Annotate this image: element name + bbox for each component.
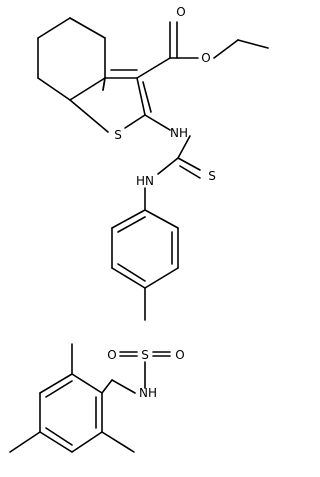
atom-label-sulfonyl-oxygen-right: O bbox=[175, 348, 184, 362]
ethyl-ester-group bbox=[136, 21, 269, 79]
atom-label-carbonyl-oxygen: O bbox=[176, 5, 185, 19]
atom-label-thiourea-nh-right: HN bbox=[136, 174, 154, 188]
atom-label-sulfonyl-sulfur: S bbox=[141, 348, 149, 362]
chemical-structure-diagram: O O S NH S HN S O O NH bbox=[9, 5, 269, 453]
sulfonamide-group bbox=[111, 287, 171, 394]
atom-label-ether-oxygen: O bbox=[201, 51, 210, 65]
thiophene-ring bbox=[69, 69, 152, 133]
methyl-bottom-left bbox=[9, 431, 41, 453]
atom-label-thiourea-nh-left: NH bbox=[170, 126, 188, 140]
cyclohexane-ring bbox=[37, 17, 106, 101]
atom-label-sulfonamide-nh: NH bbox=[139, 386, 157, 400]
mesityl-ring bbox=[9, 343, 135, 453]
methyl-bottom-right bbox=[101, 431, 135, 453]
atom-label-sulfonyl-oxygen-left: O bbox=[107, 348, 116, 362]
atom-label-thiophene-sulfur: S bbox=[114, 128, 122, 142]
thiourea-linker bbox=[144, 114, 201, 211]
phenylene-ring bbox=[111, 209, 179, 289]
atom-label-thiourea-sulfur: S bbox=[208, 169, 216, 183]
